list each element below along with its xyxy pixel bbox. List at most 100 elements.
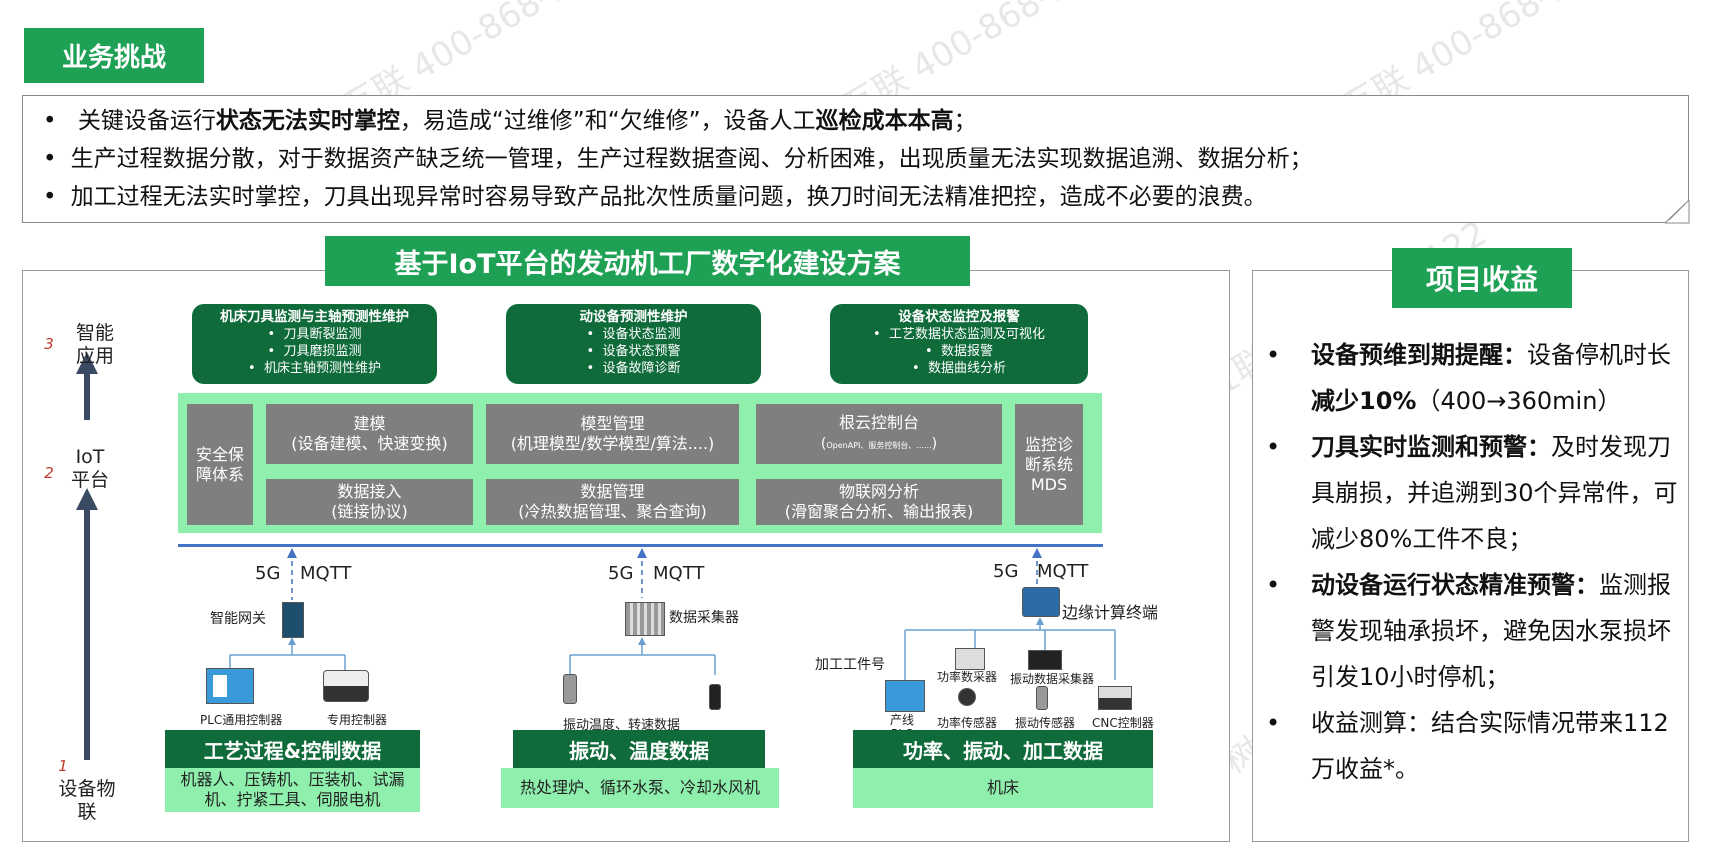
bullet-text: ； [953, 108, 977, 134]
vibtemp-label: 振动温度、转速数据 [563, 718, 681, 733]
axis-arrow-lower [84, 505, 90, 760]
bottom-sub-power: 机床 [853, 768, 1153, 808]
cell-title: 数据管理 [580, 482, 645, 501]
bottom-sub-process: 机器人、压铸机、压装机、试漏 机、拧紧工具、伺服电机 [165, 768, 420, 812]
power-collector-icon [955, 648, 985, 670]
vibration-collector-icon [1028, 650, 1062, 670]
gateway-icon [282, 602, 304, 638]
challenge-bullet: 关键设备运行状态无法实时掌控，易造成“过维修”和“欠维修”，设备人工巡检成本本高… [43, 102, 1688, 140]
security-system-box: 安全保 障体系 [187, 404, 253, 525]
arrow-up-icon [76, 352, 98, 374]
cnc-label: CNC控制器 [1092, 716, 1154, 730]
app-box-predictive-maintenance: 动设备预测性维护 • 设备状态监测 • 设备状态预警 • 设备故障诊断 [506, 304, 761, 384]
layer-number: 3 [44, 335, 54, 353]
bullet-bold: 状态无法实时掌控 [215, 108, 400, 134]
cell-title: 数据接入 [337, 482, 402, 501]
cell-title: 根云控制台 [838, 412, 919, 432]
bottom-title-power: 功率、振动、加工数据 [853, 730, 1153, 768]
app-item: • 设备状态监测 [586, 327, 681, 342]
bottom-sub-vibration: 热处理炉、循环水泵、冷却水风机 [501, 768, 779, 808]
cell-desc: (滑窗聚合分析、输出报表) [784, 502, 974, 521]
vibration-sensor-icon [1036, 686, 1048, 710]
cell-desc: (链接协议) [331, 502, 408, 521]
platform-cell-data-access: 数据接入 (链接协议) [266, 479, 473, 525]
challenge-box: 关键设备运行状态无法实时掌控，易造成“过维修”和“欠维修”，设备人工巡检成本本高… [22, 95, 1689, 223]
mds-box: 监控诊 断系统 MDS [1015, 404, 1083, 525]
challenge-bullet: 生产过程数据分散，对于数据资产缺乏统一管理，生产过程数据查阅、分析困难，出现质量… [43, 140, 1688, 178]
cell-desc: (OpenAPI、服务控制台、......) [820, 435, 938, 452]
platform-cell-console: 根云控制台 (OpenAPI、服务控制台、......) [756, 404, 1002, 464]
data-collector-icon [625, 602, 665, 636]
layer-number: 1 [58, 757, 68, 775]
layer-label-app: 智能 应用 [75, 322, 114, 367]
cnc-controller-icon [1098, 686, 1132, 710]
benefit-item: 动设备运行状态精准预警：监测报警发现轴承损坏，避免因水泵损坏引发10小时停机； [1266, 562, 1678, 700]
app-item: • 数据曲线分析 [912, 361, 1006, 376]
line-plc-icon [885, 680, 925, 712]
power-sensor-label: 功率传感器 [937, 716, 998, 730]
app-item: • 刀具磨损监测 [267, 344, 362, 359]
bullet-bold: 巡检成本本高 [815, 108, 954, 134]
proto-mqtt: MQTT [653, 563, 705, 584]
data-bus-line [178, 544, 1103, 547]
vib-sensor-label: 振动传感器 [1015, 716, 1076, 730]
collector-label: 数据采集器 [669, 610, 739, 626]
bullet-text: 关键设备运行 [77, 108, 216, 134]
bottom-title-vibration: 振动、温度数据 [513, 730, 765, 768]
temperature-sensor-icon [563, 674, 577, 704]
benefits-list: 设备预维到期提醒：设备停机时长减少10%（400→360min） 刀具实时监测和… [1266, 332, 1678, 792]
edge-label: 边缘计算终端 [1062, 603, 1159, 622]
folded-corner-icon [1665, 200, 1690, 224]
platform-cell-iot-analysis: 物联网分析 (滑窗聚合分析、输出报表) [756, 479, 1002, 525]
arrow-up-icon [76, 488, 98, 510]
layer-label-device: 设备物 联 [58, 778, 116, 823]
cell-title: 模型管理 [580, 414, 645, 433]
proto-5g: 5G [255, 563, 281, 584]
app-item: • 机床主轴预测性维护 [248, 361, 381, 376]
layer-label-platform: IoT 平台 [70, 446, 109, 491]
app-box-tool-monitoring: 机床刀具监测与主轴预测性维护 • 刀具断裂监测 • 刀具磨损监测 • 机床主轴预… [192, 304, 437, 384]
workpiece-label: 加工工件号 [815, 657, 885, 673]
app-box-status-alarm: 设备状态监控及报警 • 工艺数据状态监测及可视化 • 数据报警 • 数据曲线分析 [830, 304, 1088, 384]
axis-arrow-upper [84, 370, 90, 420]
platform-cell-modeling: 建模 (设备建模、快速变换) [266, 404, 473, 464]
gateway-label: 智能网关 [210, 611, 266, 627]
power-collector-label: 功率数采器 [937, 670, 998, 684]
app-item: • 设备状态预警 [586, 344, 681, 359]
benefit-item: 收益测算：结合实际情况带来112万收益*。 [1266, 700, 1678, 792]
platform-cell-data-mgmt: 数据管理 (冷热数据管理、聚合查询) [486, 479, 739, 525]
speed-sensor-icon [709, 684, 721, 710]
proto-mqtt: MQTT [1037, 561, 1089, 582]
plc-label: PLC通用控制器 [200, 713, 283, 727]
edge-terminal-icon [1022, 587, 1060, 617]
special-controller-label: 专用控制器 [327, 713, 388, 727]
platform-cell-model-mgmt: 模型管理 (机理模型/数学模型/算法....) [486, 404, 739, 464]
app-title: 设备状态监控及报警 [898, 309, 1020, 325]
layer-number: 2 [44, 464, 54, 482]
cell-title: 建模 [353, 414, 386, 433]
proto-mqtt: MQTT [300, 563, 352, 584]
power-sensor-icon [958, 688, 976, 706]
cell-desc: (设备建模、快速变换) [291, 434, 448, 453]
benefit-item: 刀具实时监测和预警：及时发现刀具崩损，并追溯到30个异常件，可减少80%工件不良… [1266, 424, 1678, 562]
special-controller-icon [323, 670, 369, 702]
app-item: • 刀具断裂监测 [267, 327, 362, 342]
app-title: 机床刀具监测与主轴预测性维护 [220, 309, 409, 325]
bullet-text: ，易造成“过维修”和“欠维修”，设备人工 [399, 108, 816, 134]
solution-title: 基于IoT平台的发动机工厂数字化建设方案 [325, 236, 970, 286]
cell-desc: (机理模型/数学模型/算法....) [510, 434, 715, 453]
proto-5g: 5G [993, 561, 1019, 582]
app-item: • 设备故障诊断 [586, 361, 681, 376]
bottom-title-process: 工艺过程&控制数据 [165, 730, 420, 768]
plc-controller-icon [206, 668, 254, 704]
benefits-title: 项目收益 [1392, 248, 1572, 308]
app-title: 动设备预测性维护 [579, 309, 688, 325]
cell-title: 物联网分析 [838, 482, 919, 501]
benefit-item: 设备预维到期提醒：设备停机时长减少10%（400→360min） [1266, 332, 1678, 424]
proto-5g: 5G [608, 563, 634, 584]
cell-desc: (冷热数据管理、聚合查询) [518, 502, 707, 521]
challenge-title: 业务挑战 [24, 28, 204, 83]
app-item: • 工艺数据状态监测及可视化 [873, 327, 1045, 342]
challenge-bullet: 加工过程无法实时掌控，刀具出现异常时容易导致产品批次性质量问题，换刀时间无法精准… [43, 178, 1688, 216]
vib-collector-label: 振动数据采集器 [1010, 672, 1095, 686]
